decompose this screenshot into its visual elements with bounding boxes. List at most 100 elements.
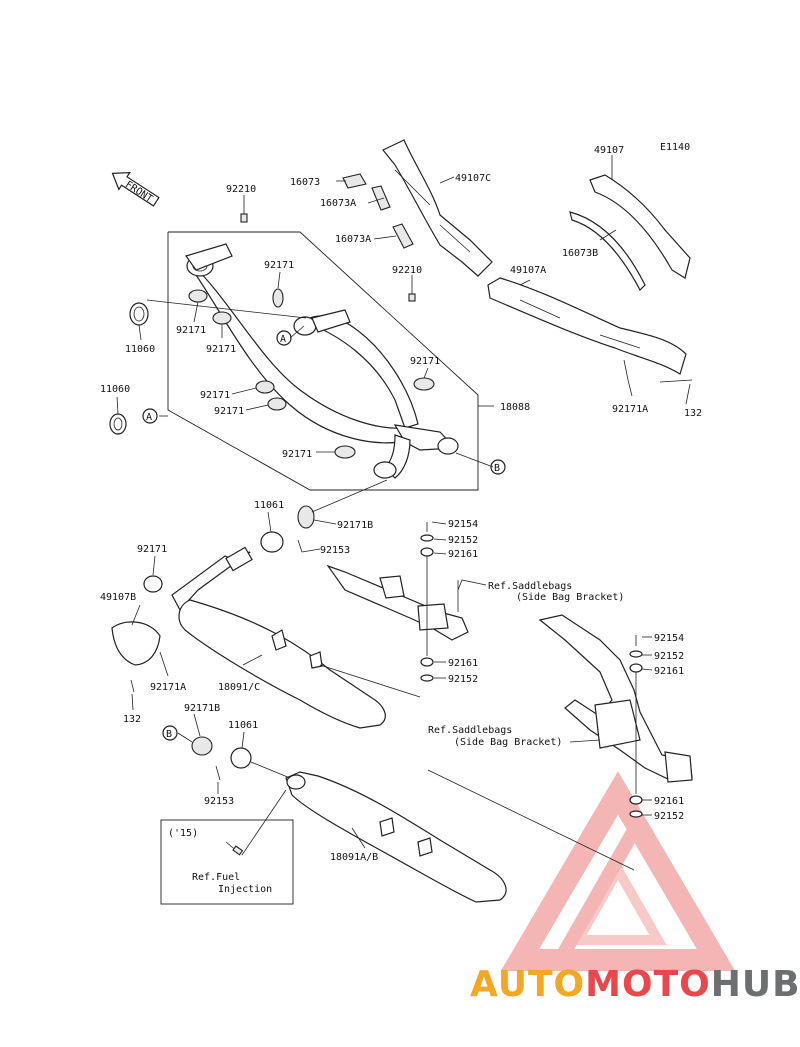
label-92171B-2: 92171B (184, 703, 220, 714)
label-92152-3: 92152 (654, 651, 684, 662)
callout-b-1-text: B (494, 463, 500, 474)
washer-92161-upper (420, 547, 434, 557)
watermark-triangle-slash (553, 816, 647, 964)
clamp-92171-g (334, 445, 356, 459)
watermark-text-hub: HUB (711, 964, 800, 1005)
label-ref-saddlebags-1b: (Side Bag Bracket) (516, 592, 624, 603)
washer-92161-lower-b (629, 795, 643, 805)
washer-92152-upper-b (420, 674, 434, 682)
watermark-text-auto: AUTO (470, 964, 585, 1005)
washer-92161-lower (629, 663, 643, 673)
leader-lines (116, 155, 691, 871)
front-arrow-label: FRONT (123, 179, 154, 205)
gasket-11061-lower (230, 747, 252, 769)
label-11061-1: 11061 (254, 500, 284, 511)
label-49107B: 49107B (100, 592, 136, 603)
gasket-11060-a (129, 302, 149, 326)
callout-a-2: A (142, 408, 158, 424)
muffler-18091AB (285, 771, 507, 903)
header-pipe-front (185, 243, 411, 444)
label-ref-saddlebags-2a: Ref.Saddlebags (428, 725, 512, 736)
label-92171-1: 92171 (264, 260, 294, 271)
muffler-18091C (171, 546, 386, 729)
clamp-92171-c (272, 288, 284, 308)
label-16073: 16073 (290, 177, 320, 188)
label-18091C: 18091/C (218, 682, 260, 693)
label-92153-1: 92153 (320, 545, 350, 556)
clamp-92171A-top (623, 359, 629, 381)
heat-shield-16073A-2 (392, 223, 414, 249)
heat-shield-49107A (487, 277, 687, 375)
clamp-92171-f (413, 377, 435, 391)
label-92171-2: 92171 (176, 325, 206, 336)
label-16073A-2: 16073A (335, 234, 371, 245)
label-132-2: 132 (123, 714, 141, 725)
watermark-triangle-outer (500, 771, 736, 971)
heat-shield-16073B (569, 211, 646, 292)
label-ref-saddlebags-2b: (Side Bag Bracket) (454, 737, 562, 748)
front-arrow-icon: FRONT (111, 171, 160, 207)
label-ref-fuel-b: Injection (218, 884, 272, 895)
callout-b-2-text: B (166, 729, 172, 740)
washer-92152-lower-b (629, 810, 643, 818)
heat-shield-16073A-1 (371, 185, 391, 211)
gasket-11060-b (109, 413, 127, 435)
callout-b-2: B (162, 725, 178, 741)
saddlebag-bracket-upper (326, 564, 469, 641)
labels: E1140 49107 16073 49107C 16073A 16073A 1… (100, 142, 702, 895)
label-11061-2: 11061 (228, 720, 258, 731)
label-92154-1: 92154 (448, 519, 478, 530)
washer-92152-upper (420, 534, 434, 542)
label-92171B-1: 92171B (337, 520, 373, 531)
clamp-92171-e (267, 397, 287, 411)
clamp-92171B-lower (191, 736, 213, 756)
nut-92210-a (240, 213, 248, 223)
heat-shield-49107 (589, 174, 691, 279)
label-ref-fuel-a: Ref.Fuel (192, 872, 240, 883)
bolt-92153-lower (215, 765, 221, 781)
label-11060-1: 11060 (125, 344, 155, 355)
label-16073B: 16073B (562, 248, 598, 259)
bolt-92153-upper (297, 539, 303, 553)
saddlebag-bracket-lower (538, 614, 693, 783)
bolt-132-left (130, 679, 135, 693)
clamp-92171-left (143, 575, 163, 593)
assembly-box-18088 (167, 231, 479, 491)
heat-shield-49107B (111, 621, 161, 666)
label-92171-5: 92171 (214, 406, 244, 417)
label-ref-saddlebags-1a: Ref.Saddlebags (488, 581, 572, 592)
callout-a-1: A (276, 330, 292, 346)
label-132-1: 132 (684, 408, 702, 419)
header-y-junction (373, 424, 459, 479)
nut-92210-b (408, 293, 416, 302)
label-18088: 18088 (500, 402, 530, 413)
label-92171A-2: 92171A (150, 682, 186, 693)
callout-b-1: B (490, 459, 506, 475)
label-49107: 49107 (594, 145, 624, 156)
label-92154-2: 92154 (654, 633, 684, 644)
diagram-code: E1140 (660, 142, 690, 153)
label-92161-3: 92161 (654, 666, 684, 677)
clamp-92171B-upper (297, 505, 315, 529)
label-92171-3: 92171 (206, 344, 236, 355)
label-49107C: 49107C (455, 173, 491, 184)
label-92171-4: 92171 (200, 390, 230, 401)
heat-shield-16073 (342, 173, 367, 189)
label-16073A-1: 16073A (320, 198, 356, 209)
label-11060-2: 11060 (100, 384, 130, 395)
label-92161-2: 92161 (448, 658, 478, 669)
watermark-text: AUTOMOTOHUB (470, 964, 800, 1005)
label-49107A: 49107A (510, 265, 546, 276)
washer-92161-upper-b (420, 657, 434, 667)
watermark-text-moto: MOTO (585, 964, 711, 1005)
clamp-92171-d (255, 380, 275, 394)
heat-shield-49107C (382, 139, 493, 277)
clamp-92171-b (212, 311, 232, 325)
sensor-fuel-injection (225, 841, 244, 856)
label-92161-1: 92161 (448, 549, 478, 560)
label-92171A-1: 92171A (612, 404, 648, 415)
inset-box-2015 (160, 819, 294, 905)
clamp-92171-a (188, 289, 208, 303)
label-18091AB: 18091A/B (330, 852, 378, 863)
